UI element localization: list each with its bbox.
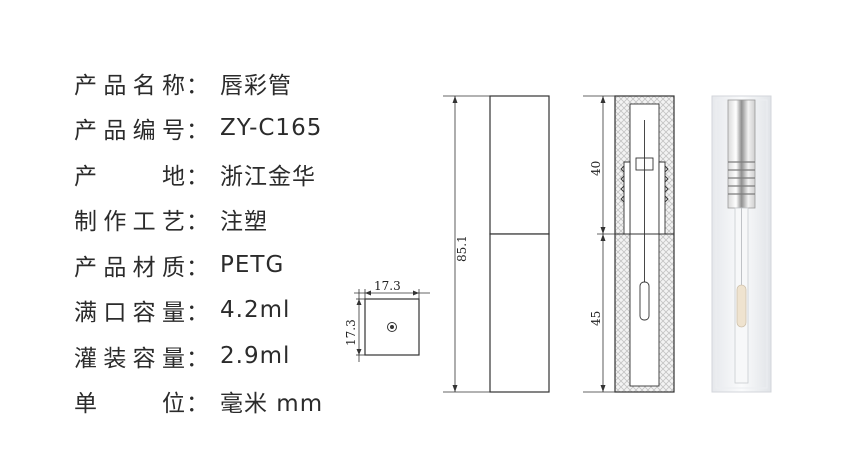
spec-value: 唇彩管	[220, 72, 292, 99]
spec-list: 产品名称 ： 唇彩管 产品编号 ： ZY-C165 产地 ： 浙江金华 制作工艺 ： 注…	[74, 60, 323, 424]
front-cap	[489, 95, 550, 235]
spec-value: 4.2ml	[220, 297, 291, 324]
top-view: 17.3 17.3	[344, 279, 430, 362]
spec-label: 产品材质	[74, 254, 186, 281]
top-view-hole-center	[390, 325, 394, 329]
cap-height-label: 40	[589, 161, 603, 176]
spec-row-full-capacity: 满口容量 ： 4.2ml	[74, 288, 323, 334]
spec-colon: ：	[186, 345, 210, 372]
applicator-tip	[639, 281, 650, 321]
spec-colon: ：	[186, 72, 210, 99]
section-view: 40 45	[583, 95, 675, 393]
spec-value: 浙江金华	[220, 163, 316, 190]
spec-row-unit: 单位 ： 毫米 mm	[74, 379, 323, 425]
spec-row-fill-capacity: 灌装容量 ： 2.9ml	[74, 333, 323, 379]
spec-colon: ：	[186, 391, 210, 418]
spec-label: 制作工艺	[74, 209, 186, 236]
metal-collar	[727, 99, 756, 209]
body-height-label: 45	[589, 311, 603, 326]
front-body	[489, 233, 550, 393]
front-view: 85.1	[443, 95, 550, 393]
spec-label: 产品名称	[74, 72, 186, 99]
spec-colon: ：	[186, 209, 210, 236]
spec-label: 单位	[74, 391, 186, 418]
spec-value: 注塑	[220, 209, 268, 236]
spec-label: 灌装容量	[74, 345, 186, 372]
spec-label: 产品编号	[74, 118, 186, 145]
spec-label: 产地	[74, 163, 186, 190]
spec-row-name: 产品名称 ： 唇彩管	[74, 60, 323, 106]
applicator-render	[736, 284, 747, 328]
spec-row-material: 产品材质 ： PETG	[74, 242, 323, 288]
spec-colon: ：	[186, 300, 210, 327]
spec-label: 满口容量	[74, 300, 186, 327]
top-view-square	[364, 298, 420, 356]
spec-colon: ：	[186, 254, 210, 281]
spec-colon: ：	[186, 118, 210, 145]
spec-value: PETG	[220, 251, 285, 278]
total-height-label: 85.1	[455, 235, 469, 262]
spec-row-process: 制作工艺 ： 注塑	[74, 197, 323, 243]
spec-row-origin: 产地 ： 浙江金华	[74, 151, 323, 197]
spec-value: ZY-C165	[220, 115, 323, 142]
spec-value: 毫米 mm	[220, 391, 324, 418]
spec-value: 2.9ml	[220, 342, 291, 369]
top-width-label: 17.3	[374, 279, 401, 293]
product-render	[711, 95, 772, 393]
spec-colon: ：	[186, 163, 210, 190]
spec-row-code: 产品编号 ： ZY-C165	[74, 106, 323, 152]
top-depth-label: 17.3	[344, 319, 358, 346]
